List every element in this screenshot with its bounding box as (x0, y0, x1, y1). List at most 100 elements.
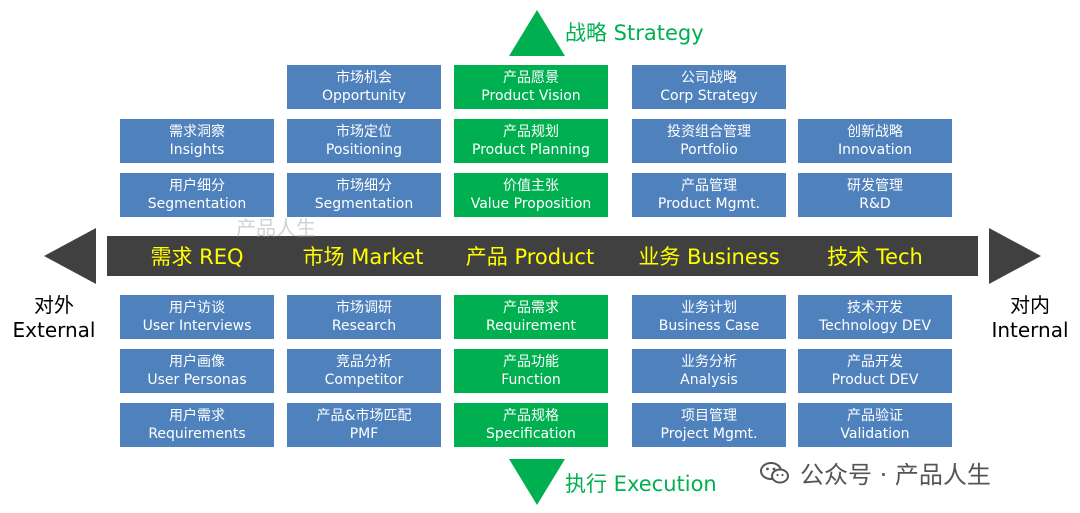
box-cn: 产品规划 (503, 124, 559, 140)
box-cn: 产品开发 (847, 354, 903, 370)
box-user-interviews: 用户访谈 User Interviews (120, 295, 274, 339)
box-en: User Personas (147, 372, 247, 388)
box-cn: 技术开发 (847, 300, 903, 316)
band-label-tech: 技术 Tech (827, 245, 923, 269)
box-cn: 投资组合管理 (667, 124, 751, 140)
band-label-product: 产品 Product (465, 245, 595, 269)
box-cn: 产品愿景 (503, 70, 559, 86)
box-en: Positioning (325, 142, 403, 158)
box-en: Research (331, 318, 397, 334)
box-research: 市场调研 Research (287, 295, 441, 339)
box-en: Product DEV (831, 372, 919, 388)
box-cn: 产品验证 (847, 408, 903, 424)
box-cn: 产品需求 (503, 300, 559, 316)
internal-en: Internal (991, 318, 1069, 342)
box-en: Opportunity (321, 88, 406, 104)
box-product-vision: 产品愿景 Product Vision (454, 65, 608, 109)
box-cn: 用户访谈 (169, 300, 225, 316)
faint-watermark: 产品人生 (236, 216, 316, 240)
box-en: Innovation (837, 142, 913, 158)
box-cn: 公司战略 (681, 70, 737, 86)
box-corp-strategy: 公司战略 Corp Strategy (632, 65, 786, 109)
box-en: Value Proposition (470, 196, 592, 212)
box-en: User Interviews (142, 318, 252, 334)
box-en: Product Mgmt. (657, 196, 761, 212)
box-technology-dev: 技术开发 Technology DEV (798, 295, 952, 339)
box-user-segmentation: 用户细分 Segmentation (120, 173, 274, 217)
box-en: PMF (349, 426, 379, 442)
watermark: 公众号 · 产品人生 (760, 455, 991, 490)
box-cn: 研发管理 (847, 178, 903, 194)
box-requirement: 产品需求 Requirement (454, 295, 608, 339)
category-band (107, 236, 978, 276)
box-cn: 创新战略 (847, 124, 903, 140)
box-en: Product Planning (472, 142, 590, 158)
external-cn: 对外 (34, 293, 74, 317)
internal-arrow-icon (989, 228, 1041, 284)
external-en: External (12, 318, 96, 342)
box-opportunity: 市场机会 Opportunity (287, 65, 441, 109)
execution-label: 执行 Execution (565, 472, 717, 496)
box-cn: 市场定位 (336, 124, 392, 140)
strategy-arrow-icon (509, 10, 565, 56)
box-cn: 产品管理 (681, 178, 737, 194)
box-en: Technology DEV (818, 318, 932, 334)
band-label-business: 业务 Business (638, 245, 780, 269)
box-en: Segmentation (314, 196, 414, 212)
box-en: Portfolio (680, 142, 738, 158)
box-value-proposition: 价值主张 Value Proposition (454, 173, 608, 217)
box-en: Requirement (485, 318, 577, 334)
box-market-segmentation: 市场细分 Segmentation (287, 173, 441, 217)
box-product-dev: 产品开发 Product DEV (798, 349, 952, 393)
internal-label: 对内 Internal (984, 293, 1076, 343)
box-en: Function (501, 372, 561, 388)
box-en: Specification (486, 426, 576, 442)
box-validation: 产品验证 Validation (798, 403, 952, 447)
box-insights: 需求洞察 Insights (120, 119, 274, 163)
box-cn: 产品&市场匹配 (316, 408, 412, 424)
box-analysis: 业务分析 Analysis (632, 349, 786, 393)
box-product-planning: 产品规划 Product Planning (454, 119, 608, 163)
box-en: R&D (859, 196, 891, 212)
box-en: Analysis (680, 372, 738, 388)
box-requirements: 用户需求 Requirements (120, 403, 274, 447)
box-en: Product Vision (481, 88, 581, 104)
box-function: 产品功能 Function (454, 349, 608, 393)
box-cn: 产品规格 (503, 408, 559, 424)
box-user-personas: 用户画像 User Personas (120, 349, 274, 393)
box-cn: 业务分析 (681, 354, 737, 370)
band-label-req: 需求 REQ (150, 245, 244, 269)
box-en: Corp Strategy (660, 88, 758, 104)
box-cn: 市场细分 (336, 178, 392, 194)
external-label: 对外 External (8, 293, 100, 343)
box-cn: 产品功能 (503, 354, 559, 370)
box-en: Business Case (658, 318, 760, 334)
box-cn: 价值主张 (503, 178, 559, 194)
box-cn: 用户细分 (169, 178, 225, 194)
box-project-mgmt: 项目管理 Project Mgmt. (632, 403, 786, 447)
box-positioning: 市场定位 Positioning (287, 119, 441, 163)
box-cn: 用户需求 (169, 408, 225, 424)
box-cn: 项目管理 (681, 408, 737, 424)
box-portfolio: 投资组合管理 Portfolio (632, 119, 786, 163)
box-business-case: 业务计划 Business Case (632, 295, 786, 339)
box-en: Insights (169, 142, 225, 158)
box-competitor: 竞品分析 Competitor (287, 349, 441, 393)
box-en: Competitor (324, 372, 404, 388)
box-cn: 用户画像 (169, 354, 225, 370)
box-innovation: 创新战略 Innovation (798, 119, 952, 163)
box-cn: 市场调研 (336, 300, 392, 316)
internal-cn: 对内 (1010, 293, 1050, 317)
box-en: Validation (840, 426, 910, 442)
strategy-label: 战略 Strategy (565, 21, 704, 45)
box-cn: 市场机会 (336, 70, 392, 86)
box-cn: 需求洞察 (169, 124, 225, 140)
external-arrow-icon (44, 228, 96, 284)
wechat-icon (760, 461, 790, 485)
box-cn: 竞品分析 (336, 354, 392, 370)
box-cn: 业务计划 (681, 300, 737, 316)
box-rnd: 研发管理 R&D (798, 173, 952, 217)
box-pmf: 产品&市场匹配 PMF (287, 403, 441, 447)
box-en: Requirements (148, 426, 246, 442)
box-en: Segmentation (147, 196, 247, 212)
